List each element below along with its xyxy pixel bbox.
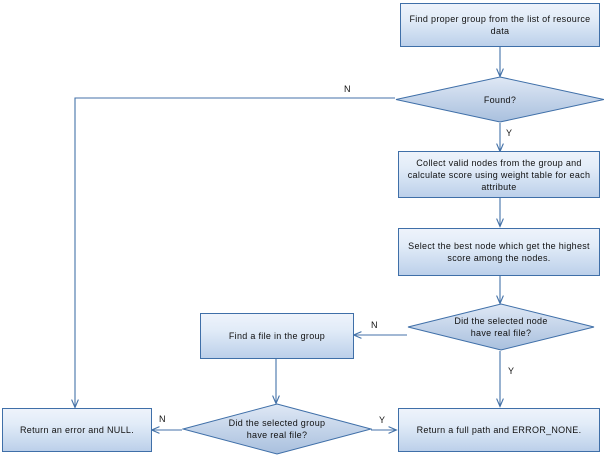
decision-node-has-real-file-shape — [407, 303, 595, 351]
edge-found-no-to-returnerror — [75, 97, 395, 407]
edge-label-node-file-yes: Y — [508, 366, 515, 376]
process-collect-valid-nodes[interactable]: Collect valid nodes from the group and c… — [398, 151, 600, 198]
edge-label-group-file-yes: Y — [379, 415, 386, 425]
process-return-full-path[interactable]: Return a full path and ERROR_NONE. — [398, 408, 600, 452]
decision-group-has-real-file-label: Did the selected group have real file? — [228, 418, 326, 440]
edge-label-found-no: N — [344, 84, 351, 94]
decision-found[interactable]: Found? — [395, 76, 604, 123]
decision-node-has-real-file[interactable]: Did the selected node have real file? — [407, 303, 595, 351]
edge-label-group-file-no: N — [159, 414, 166, 424]
edge-label-node-file-no: N — [371, 320, 378, 330]
process-return-error-label: Return an error and NULL. — [19, 425, 135, 435]
decision-node-has-real-file-label: Did the selected node have real file? — [454, 316, 548, 338]
edge-label-found-yes: Y — [506, 128, 513, 138]
decision-found-label: Found? — [483, 94, 517, 105]
process-find-file-in-group-label: Find a file in the group — [228, 331, 326, 341]
decision-group-has-real-file[interactable]: Did the selected group have real file? — [182, 403, 372, 455]
process-find-proper-group[interactable]: Find proper group from the list of resou… — [400, 3, 600, 47]
process-collect-valid-nodes-label: Collect valid nodes from the group and c… — [407, 157, 591, 192]
process-return-full-path-label: Return a full path and ERROR_NONE. — [416, 425, 582, 435]
process-select-best-node[interactable]: Select the best node which get the highe… — [398, 228, 600, 276]
decision-group-has-real-file-shape — [182, 403, 372, 455]
process-select-best-node-label: Select the best node which get the highe… — [408, 241, 590, 263]
process-return-error[interactable]: Return an error and NULL. — [2, 408, 152, 452]
process-find-file-in-group[interactable]: Find a file in the group — [200, 313, 354, 359]
process-find-proper-group-label: Find proper group from the list of resou… — [409, 14, 591, 36]
decision-found-shape — [395, 76, 604, 123]
